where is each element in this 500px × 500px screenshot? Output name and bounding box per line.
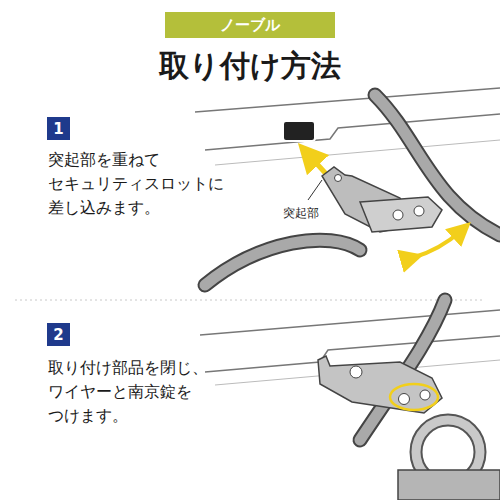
step-number: 2	[47, 323, 70, 346]
product-band: ノーブル	[165, 12, 335, 38]
step1-illustration	[195, 88, 500, 285]
lock-plate	[360, 197, 442, 232]
rotate-arrow	[412, 230, 462, 258]
leader-line	[308, 180, 322, 200]
lock-plate	[318, 356, 442, 413]
padlock-body	[398, 470, 500, 500]
step-text: 取り付け部品を閉じ、 ワイヤーと南京錠を つけます。	[48, 356, 208, 428]
security-slot	[283, 121, 315, 141]
part-label: 突起部	[281, 205, 321, 221]
step-number: 1	[47, 117, 70, 140]
step-number-text: 1	[53, 120, 63, 138]
highlight	[390, 384, 438, 410]
insert-arrow	[308, 154, 328, 176]
step-text: 突起部を重ねて セキュリティスロットに 差し込みます。	[48, 148, 224, 220]
page-title: 取り付け方法	[159, 46, 341, 87]
divider	[15, 300, 485, 301]
step2-illustration	[200, 300, 500, 500]
step-number-text: 2	[53, 326, 63, 344]
product-band-text: ノーブル	[220, 16, 280, 35]
